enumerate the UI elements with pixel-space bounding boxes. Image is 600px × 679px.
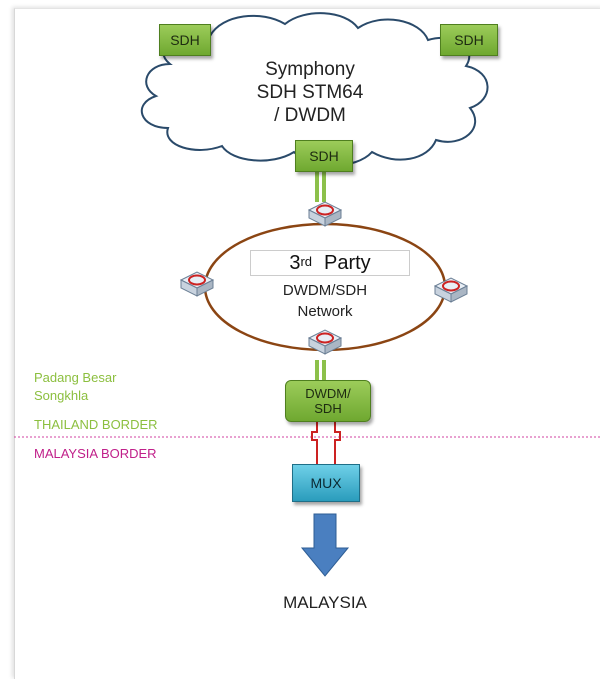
sdh-node-right-label: SDH [454,32,484,48]
link-ring-to-dwdm [315,360,319,382]
ring-label: DWDM/SDH Network [255,280,395,322]
third-party-number: 3 [289,251,301,274]
router-node-right [433,277,469,303]
cloud-shape [140,12,489,167]
sdh-node-bottom: SDH [295,140,353,172]
arrow-down [300,513,350,577]
cross-border-link-right [334,420,341,464]
sdh-node-left-label: SDH [170,32,200,48]
dwdm-sdh-line1: DWDM/ [305,386,351,401]
link-cloud-to-ring-2 [322,170,326,202]
page-frame [14,8,600,679]
router-node-left [179,271,215,297]
dwdm-sdh-line2: SDH [314,401,342,416]
site-label: Padang Besar Songkhla [34,369,116,405]
third-party-word: Party [324,251,371,274]
ring-label-line1: DWDM/SDH [282,282,368,299]
thailand-border-label: THAILAND BORDER [34,417,158,432]
cloud-label: Symphony SDH STM64 / DWDM [230,58,390,127]
site-name-2: Songkhla [34,388,89,403]
sdh-node-right: SDH [440,24,498,56]
ring-label-line2: Network [297,303,353,320]
cloud-label-line2: SDH STM64 [256,82,364,103]
link-ring-to-dwdm-2 [322,360,326,382]
site-name-1: Padang Besar [34,370,117,385]
mux-node: MUX [292,464,360,502]
router-node-bottom [307,329,343,355]
cloud-label-line1: Symphony [265,59,355,80]
mux-label: MUX [310,475,342,491]
dwdm-sdh-node: DWDM/ SDH [285,380,371,422]
malaysia-border-label: MALAYSIA BORDER [34,446,157,461]
cloud-label-line3: / DWDM [274,105,346,126]
destination-label: MALAYSIA [283,593,367,612]
link-cloud-to-ring [315,170,319,202]
cross-border-link-left [311,420,318,464]
router-node-top [307,201,343,227]
sdh-node-bottom-label: SDH [309,148,339,164]
sdh-node-left: SDH [159,24,211,56]
third-party-suffix: rd [300,253,312,269]
